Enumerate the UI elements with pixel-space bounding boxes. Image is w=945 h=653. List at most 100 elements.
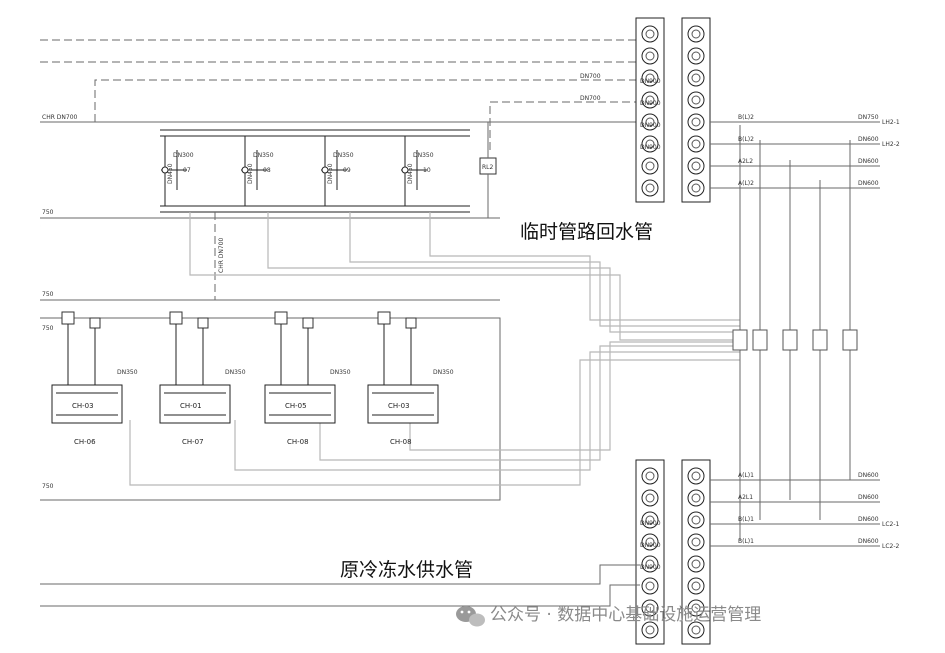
right-line-end: LC2-1 bbox=[882, 521, 900, 528]
header-port bbox=[687, 113, 705, 131]
label-750-a: 750 bbox=[42, 209, 54, 216]
right-line-label: A2L2 bbox=[738, 158, 753, 165]
chiller-pipe-size: DN350 bbox=[225, 369, 246, 376]
chiller-pipe-size: DN350 bbox=[117, 369, 138, 376]
header-port bbox=[687, 135, 705, 153]
branch-tag: DN350 bbox=[253, 152, 274, 159]
header-port bbox=[687, 555, 705, 573]
right-line-end: LH2-2 bbox=[882, 141, 900, 148]
branch-pipe-size: DN450 bbox=[167, 163, 174, 184]
chiller-unit-label: CH-01 bbox=[180, 402, 202, 410]
bottom-supply-lines bbox=[40, 564, 640, 607]
branch-tag: DN350 bbox=[413, 152, 434, 159]
header-port bbox=[641, 621, 659, 639]
header-size-label: DN900 bbox=[640, 122, 661, 129]
right-line-size: DN600 bbox=[858, 472, 879, 479]
header-port bbox=[687, 489, 705, 507]
label-750-b: 750 bbox=[42, 291, 54, 298]
chiller-unit-label: CH-03 bbox=[72, 402, 94, 410]
right-line-size: DN600 bbox=[858, 158, 879, 165]
header-port bbox=[687, 467, 705, 485]
chiller-pipe-size: DN350 bbox=[330, 369, 351, 376]
header-port bbox=[687, 91, 705, 109]
branch-number: 09 bbox=[343, 167, 351, 174]
chiller-tag: CH-06 bbox=[74, 438, 96, 446]
right-line-size: DN750 bbox=[858, 114, 879, 121]
branch-pipe-size: DN450 bbox=[247, 163, 254, 184]
header-port bbox=[687, 47, 705, 65]
branch-pipe-size: DN450 bbox=[327, 163, 334, 184]
mid-lines: 750 CHR DN700 750 750 bbox=[40, 212, 501, 501]
branch-number: 07 bbox=[183, 167, 191, 174]
watermark: 公众号 · 数据中心基础设施运营管理 bbox=[456, 605, 761, 627]
temporary-piping bbox=[129, 212, 740, 486]
right-line-size: DN600 bbox=[858, 516, 879, 523]
header-port bbox=[687, 25, 705, 43]
rl2-label: RL2 bbox=[482, 164, 494, 171]
header-port bbox=[687, 69, 705, 87]
upper-manifold: 750 RL2 bbox=[40, 122, 500, 219]
right-line-end: LC2-2 bbox=[882, 543, 900, 550]
chiller-unit-label: CH-05 bbox=[285, 402, 307, 410]
chr-dn700-vertical: CHR DN700 bbox=[218, 237, 225, 273]
valve-cluster bbox=[732, 329, 858, 351]
right-line-label: A(L)1 bbox=[738, 472, 754, 479]
right-line-label: B(L)2 bbox=[738, 114, 754, 121]
header-size-label: DN900 bbox=[640, 144, 661, 151]
chr-main-label: CHR DN700 bbox=[42, 114, 78, 121]
header-port bbox=[641, 91, 659, 109]
header-port bbox=[687, 577, 705, 595]
header-size-label: DN900 bbox=[640, 542, 661, 549]
return-pipe-annotation: 临时管路回水管 bbox=[520, 221, 653, 243]
right-distribution bbox=[732, 125, 858, 540]
chiller-box bbox=[51, 384, 123, 424]
chiller-unit-label: CH-03 bbox=[388, 402, 410, 410]
branch-pipe-size: DN450 bbox=[407, 163, 414, 184]
lower-chillers: CH-03CH-06DN350CH-01CH-07DN350CH-05CH-08… bbox=[51, 311, 454, 446]
dn700-label-b: DN700 bbox=[580, 95, 601, 102]
right-line-label: A(L)2 bbox=[738, 180, 754, 187]
header-port bbox=[641, 467, 659, 485]
dn700-label-a: DN700 bbox=[580, 73, 601, 80]
header-port bbox=[687, 533, 705, 551]
header-size-label: DN900 bbox=[640, 100, 661, 107]
header-port bbox=[641, 489, 659, 507]
right-line-size: DN600 bbox=[858, 538, 879, 545]
header-size-label: DN900 bbox=[640, 78, 661, 85]
header-port bbox=[641, 157, 659, 175]
chiller-box bbox=[159, 384, 231, 424]
chiller-tag: CH-08 bbox=[287, 438, 309, 446]
wechat-icon bbox=[456, 606, 485, 627]
label-750-d: 750 bbox=[42, 483, 54, 490]
right-line-label: B(L)1 bbox=[738, 538, 754, 545]
header-port bbox=[687, 621, 705, 639]
label-750-c: 750 bbox=[42, 325, 54, 332]
branch-tag: DN300 bbox=[173, 152, 194, 159]
right-line-size: DN600 bbox=[858, 136, 879, 143]
supply-pipe-annotation: 原冷冻水供水管 bbox=[340, 559, 473, 581]
branch-number: 10 bbox=[423, 167, 431, 174]
header-port bbox=[641, 577, 659, 595]
header-port bbox=[641, 25, 659, 43]
upper-branch: DN450 DN300 07 bbox=[161, 136, 194, 206]
right-line-size: DN600 bbox=[858, 180, 879, 187]
header-port bbox=[641, 555, 659, 573]
right-line-label: B(L)2 bbox=[738, 136, 754, 143]
upper-branch: DN450 DN350 10 bbox=[401, 136, 434, 206]
header-port bbox=[641, 113, 659, 131]
chiller-pipe-size: DN350 bbox=[433, 369, 454, 376]
chiller-tag: CH-08 bbox=[390, 438, 412, 446]
right-line-size: DN600 bbox=[858, 494, 879, 501]
header-port bbox=[687, 179, 705, 197]
